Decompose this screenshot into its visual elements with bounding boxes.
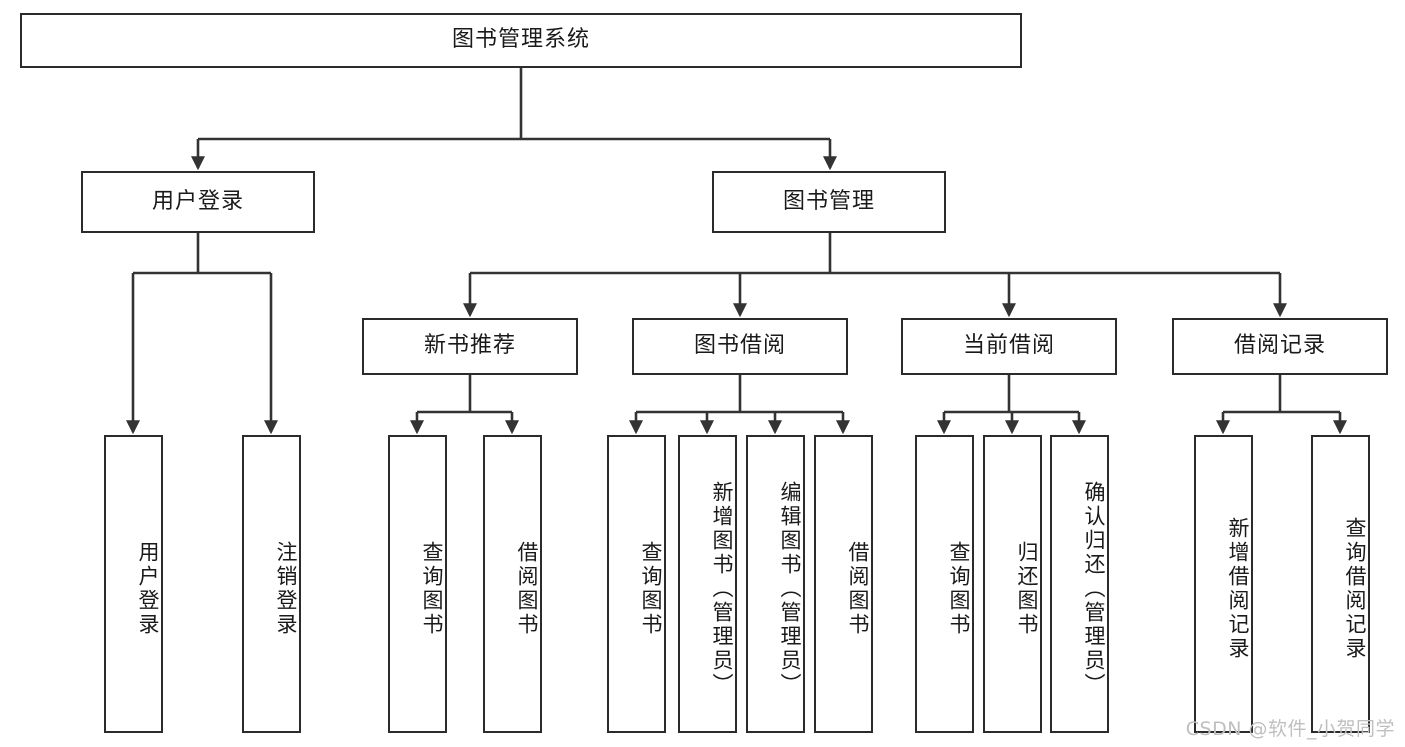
node-leaf-add-borrow-record-label: 新增借阅记录 — [1226, 517, 1250, 661]
node-leaf-logout-label: 注销登录 — [274, 541, 298, 637]
node-leaf-logout[interactable]: 注销登录 — [242, 435, 301, 733]
node-book-borrow-label: 图书借阅 — [693, 333, 786, 359]
node-book-borrow[interactable]: 图书借阅 — [632, 318, 848, 375]
node-leaf-borrow-book-recommend[interactable]: 借阅图书 — [483, 435, 542, 733]
node-root[interactable]: 图书管理系统 — [20, 13, 1022, 68]
node-leaf-query-book-borrow-label: 查询图书 — [639, 541, 663, 637]
node-leaf-edit-book-admin-label: 编辑图书（管理员） — [778, 481, 802, 697]
node-new-book-recommend-label: 新书推荐 — [423, 333, 516, 359]
node-leaf-edit-book-admin[interactable]: 编辑图书（管理员） — [746, 435, 805, 733]
node-book-management-label: 图书管理 — [782, 188, 875, 214]
node-leaf-query-book-borrow[interactable]: 查询图书 — [607, 435, 666, 733]
node-leaf-query-book-recommend[interactable]: 查询图书 — [388, 435, 447, 733]
node-leaf-return-book[interactable]: 归还图书 — [983, 435, 1042, 733]
node-leaf-borrow-book[interactable]: 借阅图书 — [814, 435, 873, 733]
node-leaf-confirm-return-admin[interactable]: 确认归还（管理员） — [1050, 435, 1109, 733]
node-leaf-return-book-label: 归还图书 — [1015, 541, 1039, 637]
node-borrow-record-label: 借阅记录 — [1233, 333, 1326, 359]
node-leaf-user-login[interactable]: 用户登录 — [104, 435, 163, 733]
watermark-text: CSDN @软件_小贺同学 — [1185, 718, 1395, 740]
node-root-label: 图书管理系统 — [451, 27, 590, 53]
node-leaf-query-borrow-record[interactable]: 查询借阅记录 — [1311, 435, 1370, 733]
node-leaf-query-borrow-record-label: 查询借阅记录 — [1343, 517, 1367, 661]
node-leaf-add-book-admin-label: 新增图书（管理员） — [710, 481, 734, 697]
node-leaf-borrow-book-recommend-label: 借阅图书 — [515, 541, 539, 637]
node-leaf-user-login-label: 用户登录 — [136, 541, 160, 637]
node-leaf-confirm-return-admin-label: 确认归还（管理员） — [1082, 481, 1106, 697]
node-current-borrow-label: 当前借阅 — [962, 333, 1055, 359]
node-borrow-record[interactable]: 借阅记录 — [1172, 318, 1388, 375]
node-current-borrow[interactable]: 当前借阅 — [901, 318, 1117, 375]
node-leaf-add-borrow-record[interactable]: 新增借阅记录 — [1194, 435, 1253, 733]
node-user-login-label: 用户登录 — [151, 188, 244, 214]
node-new-book-recommend[interactable]: 新书推荐 — [362, 318, 578, 375]
node-leaf-query-book-current-label: 查询图书 — [947, 541, 971, 637]
node-leaf-add-book-admin[interactable]: 新增图书（管理员） — [678, 435, 737, 733]
node-leaf-query-book-recommend-label: 查询图书 — [420, 541, 444, 637]
node-leaf-query-book-current[interactable]: 查询图书 — [915, 435, 974, 733]
node-book-management[interactable]: 图书管理 — [712, 171, 946, 233]
node-user-login[interactable]: 用户登录 — [81, 171, 315, 233]
node-leaf-borrow-book-label: 借阅图书 — [846, 541, 870, 637]
